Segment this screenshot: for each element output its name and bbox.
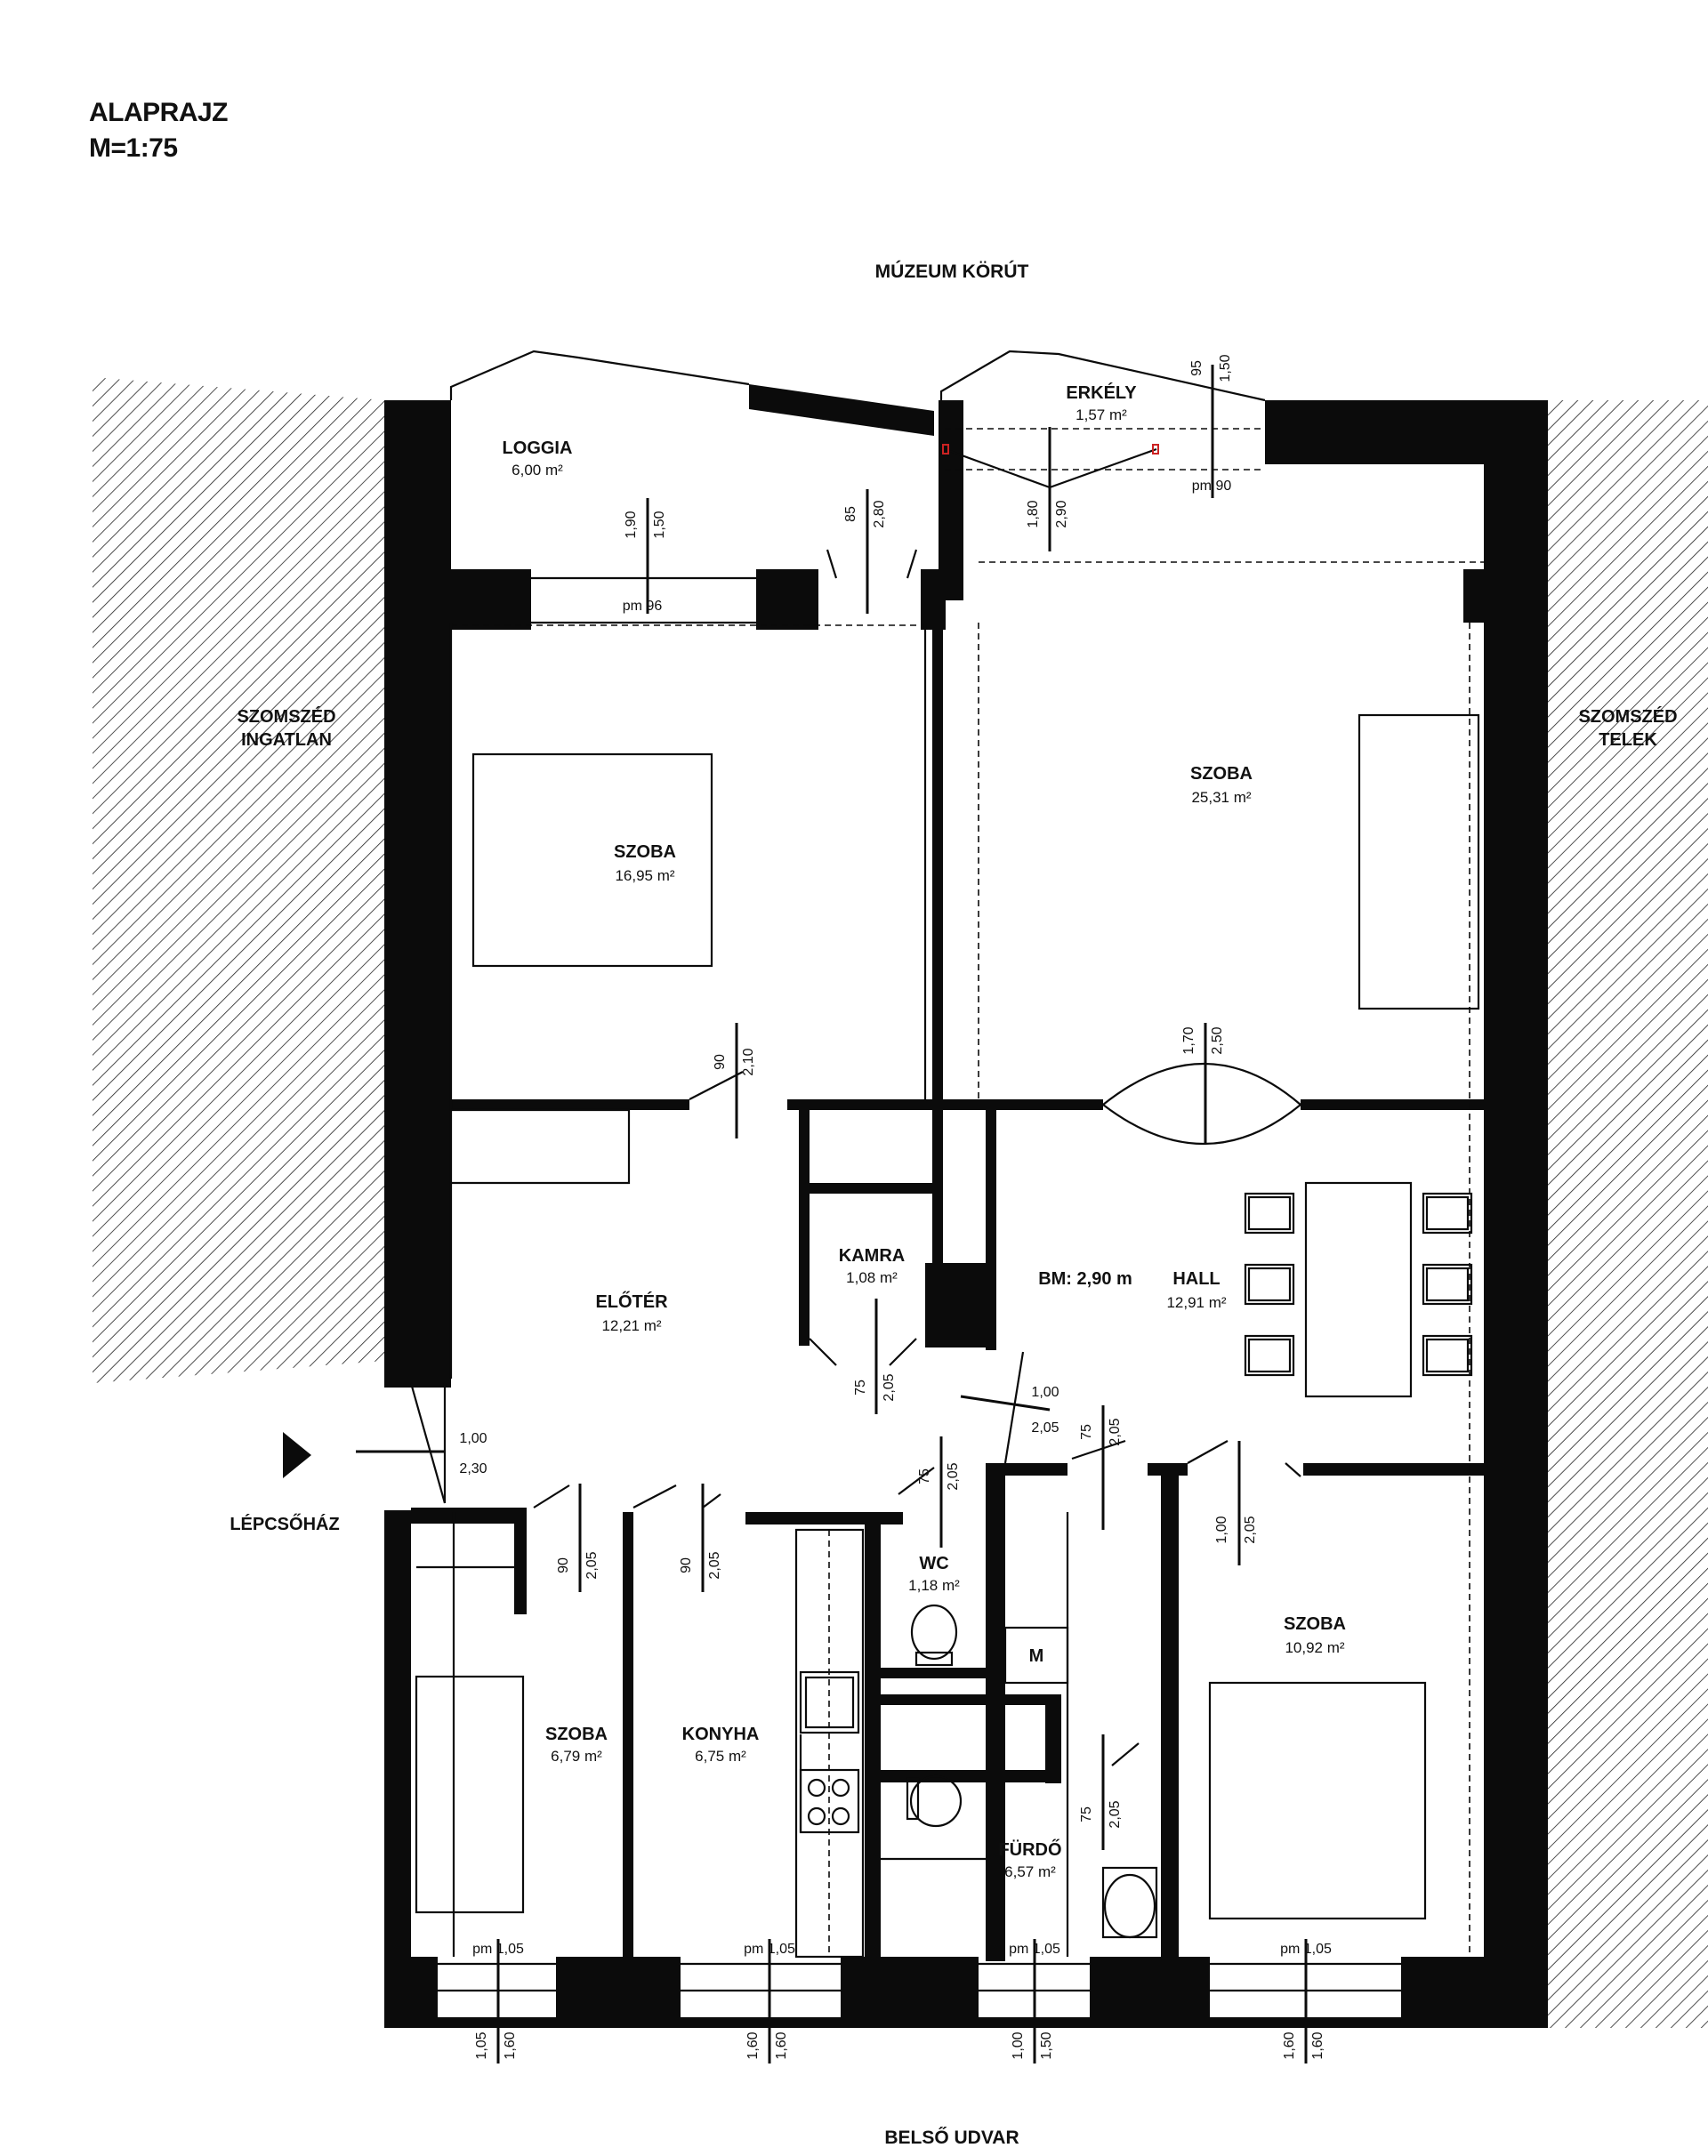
left-neighbor-label-2: INGATLAN — [241, 730, 332, 750]
szoba-se-door-height: 2,05 — [1243, 1516, 1258, 1543]
hall-opening-height: 2,50 — [1210, 1026, 1225, 1054]
room-erkely-area: 1,57 m² — [1076, 406, 1127, 423]
konyha-door-width: 90 — [679, 1557, 694, 1573]
hall-door-width: 1,00 — [1031, 1385, 1059, 1400]
room-szoba-nw-name: SZOBA — [614, 842, 676, 862]
room-konyha-area: 6,75 m² — [695, 1748, 746, 1765]
furdo-door-height: 2,05 — [1108, 1800, 1123, 1828]
erkely-window-sill: pm 90 — [1192, 479, 1232, 494]
entrance-door-height: 2,30 — [459, 1461, 487, 1476]
right-neighbor-hatch — [1548, 400, 1708, 2028]
erkely-door-width: 1,80 — [1026, 500, 1041, 527]
wc-door-height: 2,05 — [946, 1462, 961, 1490]
room-loggia-area: 6,00 m² — [512, 462, 563, 479]
room-kamra-name: KAMRA — [839, 1246, 905, 1266]
window-b1-height: 1,60 — [503, 2031, 518, 2059]
window-b2-sill: pm 1,05 — [744, 1942, 795, 1957]
szoba-nw-door-width: 90 — [713, 1054, 728, 1070]
building-lines — [356, 350, 1486, 2063]
window-b3-height: 1,50 — [1039, 2031, 1054, 2059]
furdo-door-width: 75 — [1079, 1806, 1094, 1822]
room-szoba-sw-area: 6,79 m² — [551, 1748, 602, 1765]
room-wc-area: 1,18 m² — [908, 1577, 960, 1594]
room-szoba-se-name: SZOBA — [1284, 1614, 1346, 1634]
loggia-window-width: 1,90 — [624, 511, 639, 538]
street-bottom: BELSŐ UDVAR — [884, 2128, 1019, 2148]
erkely-door-height: 2,90 — [1054, 500, 1069, 527]
walls — [384, 384, 1548, 2028]
erkely-window-height: 1,50 — [1218, 354, 1233, 382]
furdo-door-top-width: 75 — [1079, 1424, 1094, 1440]
window-b3-width: 1,00 — [1011, 2031, 1026, 2059]
room-eloter-name: ELŐTÉR — [595, 1291, 668, 1312]
left-neighbor-label: SZOMSZÉD — [237, 706, 335, 727]
entrance-door-width: 1,00 — [459, 1431, 487, 1446]
room-furdo-area: 6,57 m² — [1004, 1863, 1056, 1880]
loggia-door-width: 85 — [843, 506, 858, 522]
left-neighbor-hatch — [93, 377, 384, 1383]
konyha-door-height: 2,05 — [707, 1551, 722, 1579]
room-erkely-name: ERKÉLY — [1066, 382, 1137, 403]
plan-scale: M=1:75 — [89, 133, 178, 163]
room-furdo-name: FÜRDŐ — [998, 1839, 1061, 1860]
loggia-door-height: 2,80 — [872, 500, 887, 527]
szoba-sw-door-height: 2,05 — [584, 1551, 600, 1579]
room-eloter-area: 12,21 m² — [601, 1317, 661, 1334]
room-wc-name: WC — [919, 1554, 948, 1573]
window-b4-width: 1,60 — [1282, 2031, 1297, 2059]
furdo-door-top-height: 2,05 — [1108, 1418, 1123, 1445]
window-b2-height: 1,60 — [774, 2031, 789, 2059]
room-kamra-area: 1,08 m² — [846, 1269, 898, 1286]
room-szoba-sw-name: SZOBA — [545, 1725, 608, 1744]
room-szoba-se-area: 10,92 m² — [1285, 1639, 1344, 1656]
window-b4-sill: pm 1,05 — [1280, 1942, 1332, 1957]
entrance-arrow-icon — [283, 1432, 311, 1478]
room-szoba-nw-area: 16,95 m² — [615, 867, 674, 884]
meter-box-label: M — [1029, 1646, 1044, 1666]
szoba-sw-door-width: 90 — [556, 1557, 571, 1573]
room-loggia-name: LOGGIA — [503, 438, 573, 458]
kamra-door-width: 75 — [853, 1380, 868, 1396]
szoba-nw-door-height: 2,10 — [741, 1048, 756, 1075]
window-b1-sill: pm 1,05 — [472, 1942, 524, 1957]
right-neighbor-label: SZOMSZÉD — [1578, 706, 1677, 727]
window-b3-sill: pm 1,05 — [1009, 1942, 1060, 1957]
loggia-window-sill: pm 96 — [623, 599, 663, 614]
plan-title: ALAPRAJZ — [89, 98, 228, 127]
hall-opening-width: 1,70 — [1181, 1026, 1196, 1054]
hall-door-height: 2,05 — [1031, 1420, 1059, 1436]
kamra-door-height: 2,05 — [882, 1373, 897, 1401]
room-szoba-ne-name: SZOBA — [1190, 764, 1253, 784]
room-hall-area: 12,91 m² — [1166, 1294, 1226, 1311]
loggia-window-height: 1,50 — [652, 511, 667, 538]
hall-ceiling-height: BM: 2,90 m — [1038, 1269, 1132, 1289]
entrance-label: LÉPCSŐHÁZ — [230, 1514, 339, 1534]
erkely-window-width: 95 — [1189, 360, 1204, 376]
street-top: MÚZEUM KÖRÚT — [875, 261, 1029, 282]
room-hall-name: HALL — [1172, 1269, 1220, 1289]
window-b4-height: 1,60 — [1310, 2031, 1325, 2059]
right-neighbor-label-2: TELEK — [1599, 730, 1657, 750]
room-szoba-ne-area: 25,31 m² — [1191, 789, 1251, 806]
room-konyha-name: KONYHA — [682, 1725, 760, 1744]
window-b1-width: 1,05 — [474, 2031, 489, 2059]
wc-door-width: 75 — [917, 1468, 932, 1484]
vertical-dimensions: 1,90 1,50 85 2,80 1,80 2,90 95 1,50 90 2… — [474, 354, 1325, 2059]
window-b2-width: 1,60 — [745, 2031, 761, 2059]
szoba-se-door-width: 1,00 — [1214, 1516, 1229, 1543]
